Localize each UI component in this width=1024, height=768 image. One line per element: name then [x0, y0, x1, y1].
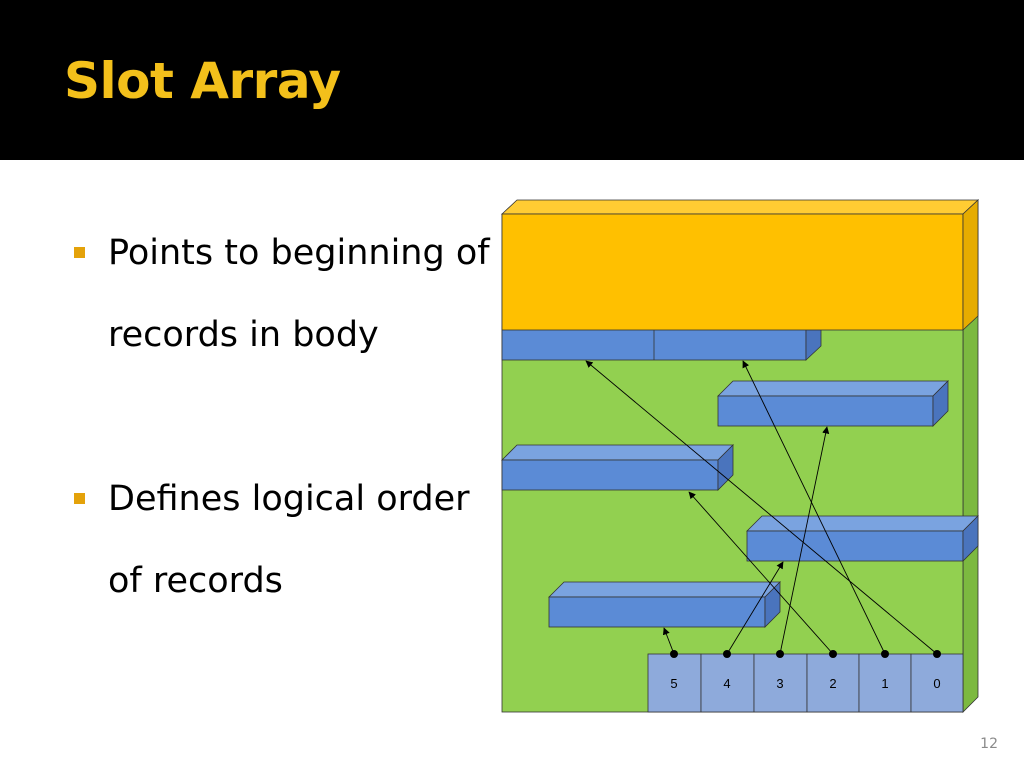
record-block	[501, 459, 719, 491]
bullet-text: Defines logical order of records	[108, 479, 470, 601]
slot-cell	[700, 653, 755, 713]
record-block-side	[764, 581, 781, 628]
slot-cell	[858, 653, 912, 713]
record-block	[746, 530, 964, 562]
record-block-side	[932, 380, 949, 427]
record-block-top	[548, 581, 781, 598]
bullet-square-icon	[74, 247, 85, 258]
record-block-top	[746, 515, 979, 532]
slide-title: Slot Array	[64, 52, 341, 110]
slot-cell	[753, 653, 808, 713]
slot-array: 5 4 3 2 1 0	[647, 653, 964, 713]
bullet-text: Points to beginning of records in body	[108, 233, 490, 355]
slot-label: 3	[776, 676, 783, 691]
bullet-item: Points to beginning of records in body	[74, 212, 494, 376]
record-block	[717, 395, 934, 427]
slot-label: 5	[670, 676, 677, 691]
page-header-side	[962, 199, 979, 331]
record-block	[548, 596, 766, 628]
record-block-top	[717, 380, 949, 397]
slot-pointer-dot	[829, 650, 837, 658]
record-block-side	[962, 515, 979, 562]
slot-label: 1	[881, 676, 888, 691]
slot-pointer-arrow	[688, 491, 834, 655]
record-block-top	[501, 444, 734, 461]
slot-pointer-arrow	[726, 561, 784, 655]
slot-label: 0	[933, 676, 940, 691]
slot-pointer-arrow	[742, 360, 886, 655]
record-block-side	[717, 444, 734, 491]
title-bar: Slot Array	[0, 0, 1024, 160]
slot-pointer-dot	[881, 650, 889, 658]
slot-pointer-dot	[776, 650, 784, 658]
slot-label: 2	[829, 676, 836, 691]
slot-pointer-arrow	[779, 426, 830, 655]
page-header-top	[500, 199, 980, 215]
slot-pointer-arrow	[585, 360, 938, 655]
bullet-list: Points to beginning of records in body D…	[74, 212, 494, 622]
slot-pointer-dot	[670, 650, 678, 658]
page-number: 12	[980, 736, 998, 752]
bullet-square-icon	[74, 493, 85, 504]
slot-pointer-dot	[933, 650, 941, 658]
slot-cell	[910, 653, 964, 713]
slot-pointer-arrow	[662, 627, 675, 655]
slot-label: 4	[723, 676, 730, 691]
slot-pointer-dot	[723, 650, 731, 658]
slot-cell	[806, 653, 860, 713]
slot-cell	[647, 653, 702, 713]
page-header	[501, 213, 964, 331]
bullet-item: Defines logical order of records	[74, 458, 494, 622]
